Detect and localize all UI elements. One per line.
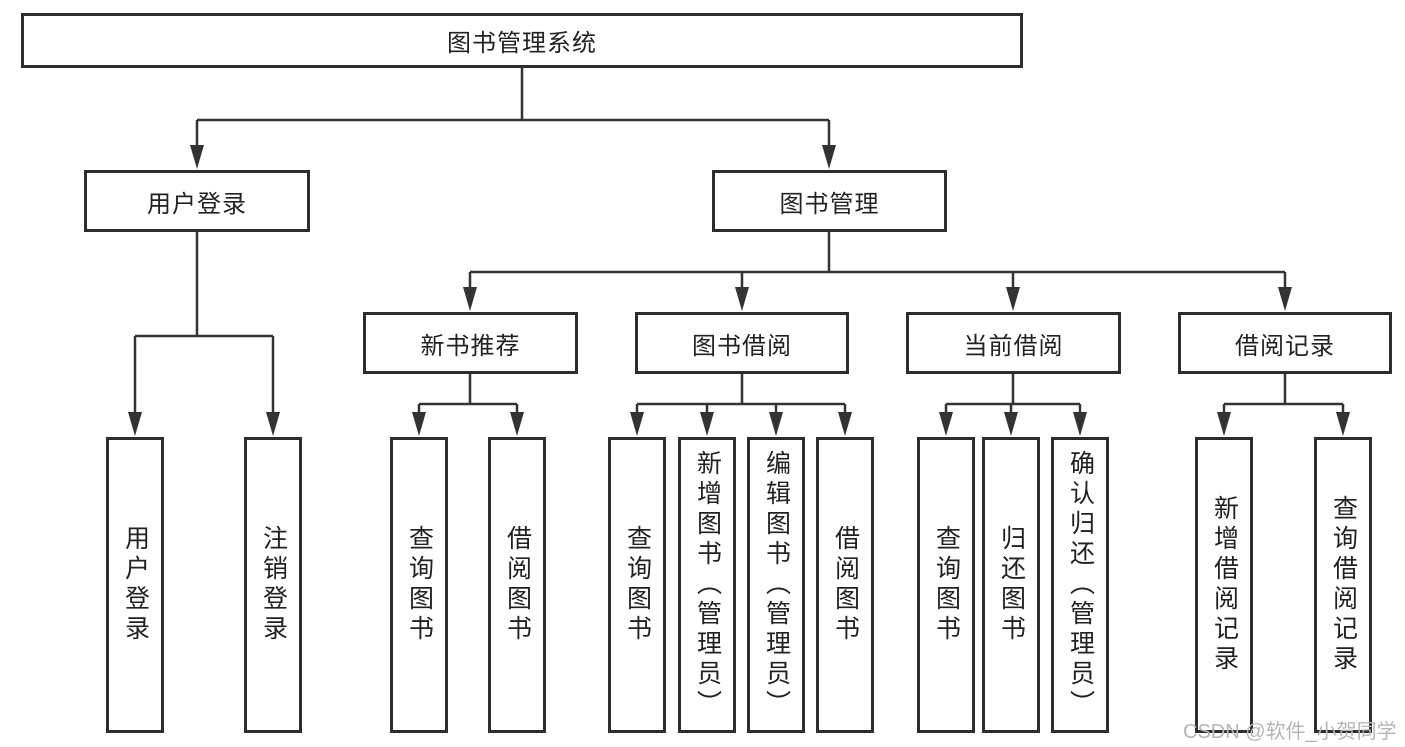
- leaf-query-books-borrow-label: 查询图书: [623, 525, 652, 645]
- leaf-borrow-books-recommend: 借阅图书: [488, 437, 546, 733]
- node-library-system: 图书管理系统: [21, 13, 1023, 68]
- leaf-return-book: 归还图书: [982, 437, 1040, 733]
- leaf-query-books-recommend-label: 查询图书: [405, 525, 434, 645]
- node-new-book-recommend-label: 新书推荐: [420, 332, 521, 360]
- leaf-add-book-admin: 新增图书（管理员）: [678, 437, 736, 733]
- node-book-management-label: 图书管理: [779, 190, 880, 218]
- leaf-user-login-label: 用户登录: [121, 525, 150, 645]
- connector-current-borrow: [939, 374, 1087, 436]
- leaf-edit-book-admin-label: 编辑图书（管理员）: [762, 450, 791, 720]
- node-user-login-label: 用户登录: [147, 190, 247, 218]
- node-library-system-label: 图书管理系统: [447, 30, 597, 57]
- leaf-add-book-admin-label: 新增图书（管理员）: [693, 450, 722, 720]
- leaf-query-borrow-record: 查询借阅记录: [1314, 437, 1372, 733]
- connector-book-borrow: [630, 374, 852, 436]
- leaf-borrow-books-recommend-label: 借阅图书: [503, 525, 532, 645]
- node-current-borrow: 当前借阅: [906, 312, 1121, 374]
- leaf-user-login: 用户登录: [106, 437, 164, 733]
- leaf-return-book-label: 归还图书: [997, 525, 1026, 645]
- node-user-login: 用户登录: [84, 170, 310, 232]
- node-book-management: 图书管理: [712, 170, 947, 232]
- connector-user-login: [128, 232, 280, 436]
- leaf-borrow-books: 借阅图书: [816, 437, 874, 733]
- leaf-query-books-current: 查询图书: [917, 437, 975, 733]
- leaf-logout-label: 注销登录: [259, 525, 288, 645]
- leaf-query-books-borrow: 查询图书: [608, 437, 666, 733]
- leaf-edit-book-admin: 编辑图书（管理员）: [747, 437, 805, 733]
- leaf-add-borrow-record: 新增借阅记录: [1195, 437, 1253, 733]
- node-borrow-records: 借阅记录: [1178, 312, 1392, 374]
- leaf-query-borrow-record-label: 查询借阅记录: [1329, 495, 1358, 675]
- leaf-confirm-return-admin: 确认归还（管理员）: [1051, 437, 1109, 733]
- leaf-logout: 注销登录: [244, 437, 302, 733]
- leaf-confirm-return-admin-label: 确认归还（管理员）: [1066, 450, 1095, 720]
- leaf-borrow-books-label: 借阅图书: [831, 525, 860, 645]
- connector-root: [190, 68, 836, 169]
- node-borrow-records-label: 借阅记录: [1235, 332, 1335, 360]
- connector-book-management: [463, 232, 1292, 311]
- leaf-query-books-recommend: 查询图书: [390, 437, 448, 733]
- leaf-query-books-current-label: 查询图书: [932, 525, 961, 645]
- node-book-borrow-label: 图书借阅: [692, 332, 792, 360]
- csdn-watermark: CSDN @软件_小贺同学: [1183, 721, 1397, 743]
- leaf-add-borrow-record-label: 新增借阅记录: [1210, 495, 1239, 675]
- node-new-book-recommend: 新书推荐: [363, 312, 578, 374]
- connector-borrow-records: [1217, 374, 1350, 436]
- node-current-borrow-label: 当前借阅: [963, 332, 1064, 360]
- connector-new-book: [412, 374, 524, 436]
- node-book-borrow: 图书借阅: [635, 312, 849, 374]
